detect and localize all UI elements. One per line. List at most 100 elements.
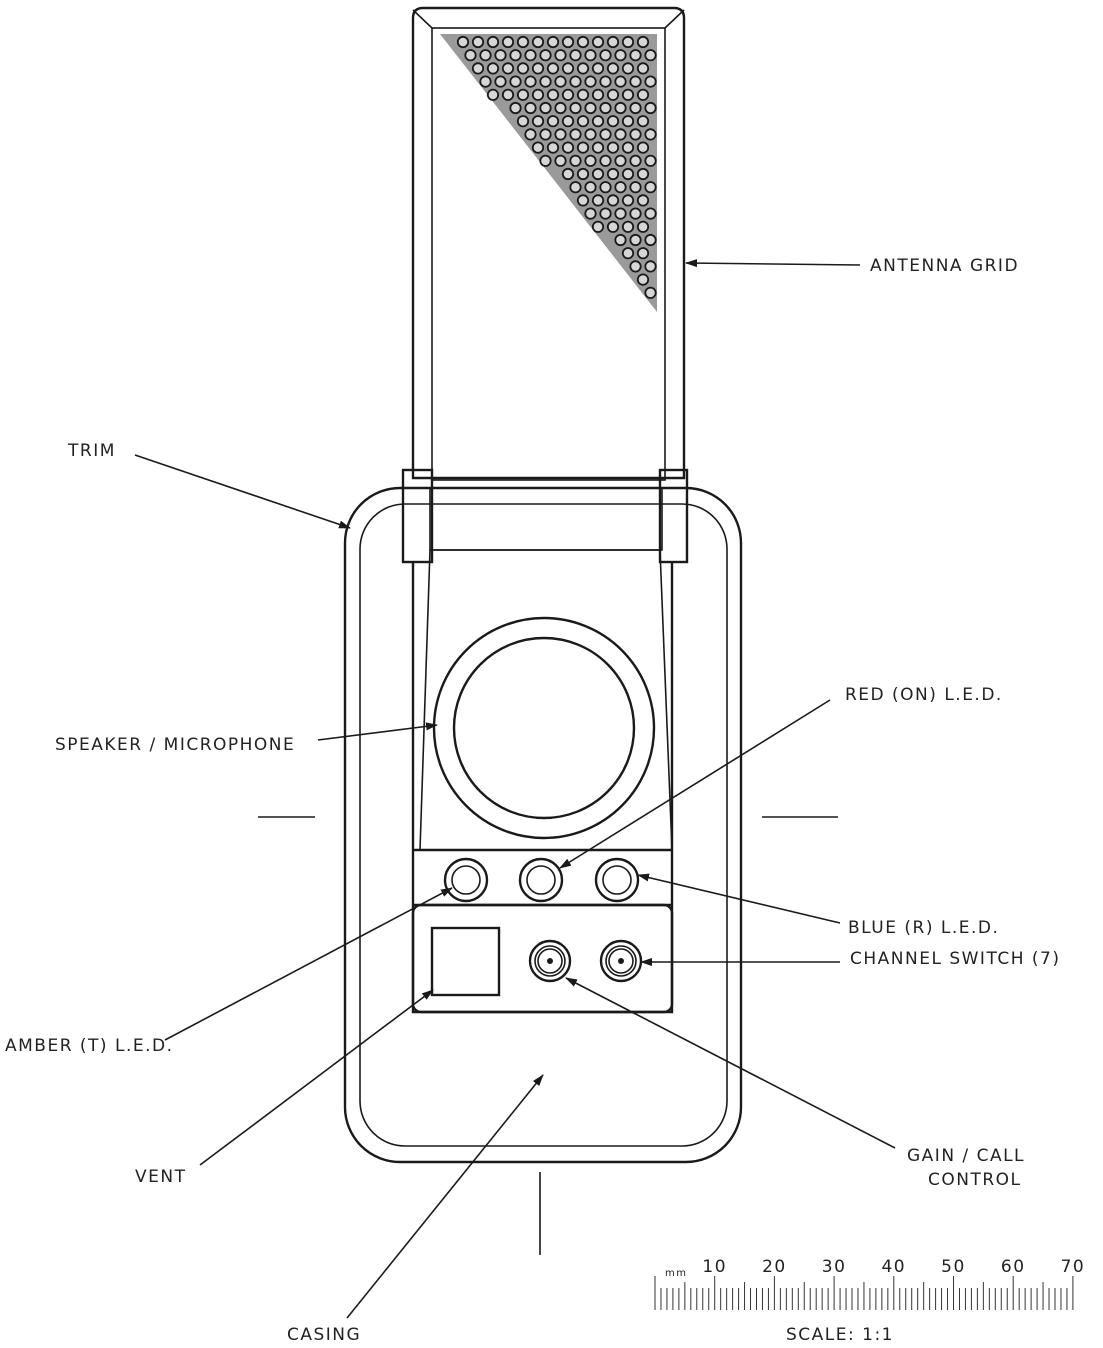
grid-hole: [644, 207, 657, 220]
label-vent: VENT: [135, 1167, 186, 1187]
grid-hole: [644, 260, 657, 273]
grid-hole: [486, 35, 500, 49]
grid-hole: [599, 207, 612, 220]
grid-hole: [569, 181, 582, 194]
grid-hole: [554, 101, 567, 115]
grid-hole: [591, 220, 605, 233]
scale-unit: mm: [665, 1268, 687, 1279]
grid-hole: [591, 88, 605, 101]
grid-hole: [584, 101, 597, 115]
grid-hole: [629, 181, 642, 194]
grid-hole: [591, 62, 605, 75]
grid-hole: [516, 115, 530, 128]
grid-hole: [629, 207, 642, 220]
hinge-right: [658, 468, 689, 564]
grid-hole: [509, 49, 522, 62]
grid-hole: [456, 35, 470, 49]
grid-hole: [539, 154, 552, 167]
grid-hole: [524, 49, 537, 62]
grid-hole: [554, 49, 567, 62]
label-gain-call-control: CONTROL: [928, 1170, 1022, 1190]
grid-hole: [576, 62, 590, 75]
grid-hole: [546, 115, 560, 128]
grid-hole: [486, 62, 500, 75]
grid-hole: [614, 49, 627, 62]
grid-hole: [591, 141, 605, 154]
hinge-left: [401, 468, 434, 564]
scale-tick-label: 20: [762, 1257, 787, 1277]
grid-hole: [636, 35, 650, 49]
label-speaker-microphone: SPEAKER / MICROPHONE: [55, 735, 295, 755]
grid-hole: [569, 75, 582, 88]
label-channel-switch: CHANNEL SWITCH (7): [850, 949, 1060, 969]
grid-hole: [494, 75, 507, 88]
grid-hole: [464, 49, 477, 62]
grid-hole: [599, 128, 612, 141]
grid-hole: [606, 115, 620, 128]
grid-hole: [584, 128, 597, 141]
grid-hole: [629, 75, 642, 88]
grid-hole: [539, 75, 552, 88]
scale-caption: SCALE: 1:1: [786, 1325, 894, 1345]
channel-switch-knob: [599, 939, 643, 983]
grid-hole: [539, 49, 552, 62]
grid-hole: [614, 128, 627, 141]
grid-hole: [629, 154, 642, 167]
grid-hole: [554, 128, 567, 141]
grid-hole: [591, 194, 605, 207]
grid-hole: [576, 115, 590, 128]
grid-hole: [546, 88, 560, 101]
grid-hole: [554, 75, 567, 88]
grid-hole: [636, 62, 650, 75]
grid-hole: [561, 62, 575, 75]
gain-call-knob: [528, 939, 572, 983]
grid-hole: [531, 88, 545, 101]
grid-hole: [576, 194, 590, 207]
grid-hole: [569, 128, 582, 141]
grid-hole: [621, 35, 635, 49]
grid-hole: [524, 128, 537, 141]
grid-hole: [516, 62, 530, 75]
grid-hole: [531, 35, 545, 49]
grid-hole: [606, 167, 620, 181]
grid-hole: [621, 220, 635, 233]
antenna-grid: [411, 6, 686, 481]
grid-hole: [561, 115, 575, 128]
grid-holes: [456, 35, 657, 299]
casing: [343, 468, 743, 1164]
grid-hole: [636, 194, 650, 207]
scale-tick-label: 60: [1001, 1257, 1026, 1277]
grid-hole: [629, 260, 642, 273]
grid-hole: [599, 154, 612, 167]
amber-led: [443, 857, 489, 903]
grid-hole: [614, 181, 627, 194]
grid-hole: [501, 62, 515, 75]
grid-hole: [599, 49, 612, 62]
grid-hole: [569, 49, 582, 62]
scale-tick-label: 40: [881, 1257, 906, 1277]
grid-hole: [561, 141, 575, 154]
label-red-led: RED (ON) L.E.D.: [845, 685, 1003, 705]
grid-hole: [501, 88, 515, 101]
scale-tick-label: 30: [822, 1257, 847, 1277]
grid-hole: [606, 35, 620, 49]
grid-hole: [644, 128, 657, 141]
label-gain-call: GAIN / CALL: [907, 1146, 1025, 1166]
grid-hole: [479, 49, 492, 62]
grid-hole: [621, 167, 635, 181]
grid-hole: [516, 35, 530, 49]
grid-hole: [636, 167, 650, 181]
grid-hole: [614, 207, 627, 220]
label-antenna-grid: ANTENNA GRID: [870, 256, 1019, 276]
grid-hole: [614, 233, 627, 247]
leader-lines: [134, 259, 896, 1319]
grid-hole: [539, 128, 552, 141]
grid-hole: [576, 141, 590, 154]
grid-hole: [494, 49, 507, 62]
grid-hole: [636, 88, 650, 101]
grid-hole: [584, 75, 597, 88]
grid-hole: [576, 88, 590, 101]
grid-hole: [584, 207, 597, 220]
